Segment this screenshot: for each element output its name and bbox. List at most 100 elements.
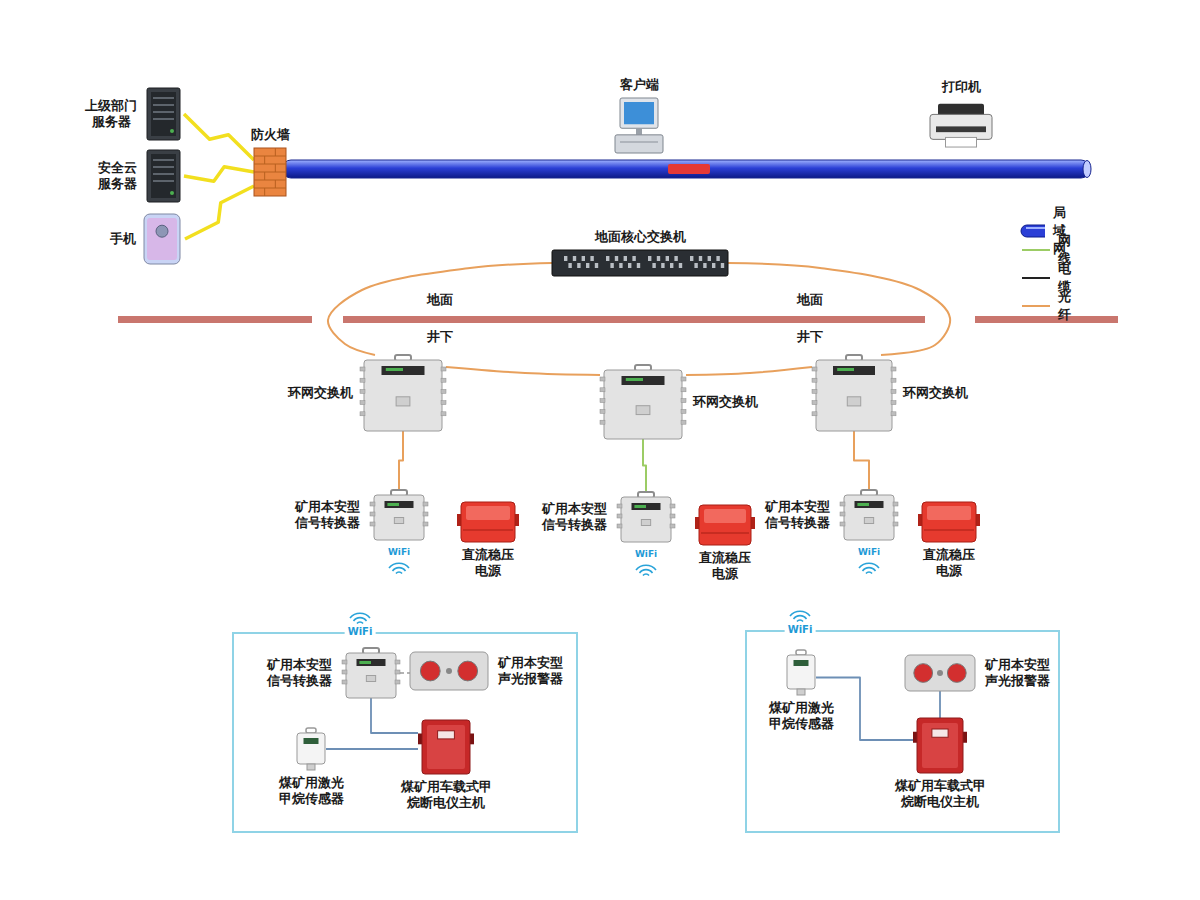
cable-gland <box>395 660 400 664</box>
firewall-node: 防火墙 <box>254 148 286 196</box>
host-lid <box>922 723 958 768</box>
line-sample <box>1022 249 1050 251</box>
cable-gland <box>370 512 375 516</box>
device-label: 直流稳压 电源 <box>459 547 516 580</box>
device-label: 矿用本安型 声光报警器 <box>495 655 565 688</box>
switch-port <box>619 263 622 268</box>
cable-gland <box>617 504 622 508</box>
signal-converter: 矿用本安型 信号转换器 <box>840 490 898 540</box>
box-body <box>364 360 442 431</box>
wifi-symbol <box>790 611 810 621</box>
cable-gland <box>681 420 686 424</box>
switch-port <box>690 256 693 261</box>
alarm-lamp <box>914 664 933 683</box>
legend-swatch <box>1020 242 1050 258</box>
brick-line <box>254 172 286 173</box>
cable-gland <box>893 512 898 516</box>
signal-converter: 矿用本安型 信号转换器 <box>617 492 675 542</box>
sound-light-alarm: 矿用本安型 声光报警器 <box>905 655 975 691</box>
cable-gland <box>891 367 896 371</box>
cable-gland <box>360 367 365 371</box>
display-digits <box>386 368 403 371</box>
ground-line <box>975 316 1118 323</box>
wifi-label: WiFi <box>858 547 880 557</box>
device-label: 矿用本安型 信号转换器 <box>265 657 335 690</box>
ring-switch: 环网交换机 <box>812 355 896 431</box>
legend-text: 局域网 <box>1053 204 1079 258</box>
host-body <box>422 720 470 774</box>
brick-line <box>264 156 265 164</box>
cable-gland <box>600 409 605 413</box>
switch-port <box>573 256 576 261</box>
cable-gland <box>370 522 375 526</box>
cable-gland <box>342 670 347 674</box>
cable-gland <box>342 660 347 664</box>
switch-port <box>582 256 585 261</box>
device-label: 打印机 <box>942 79 981 95</box>
wifi-symbol <box>859 563 879 573</box>
server-bay <box>153 97 174 99</box>
host-window <box>932 729 948 737</box>
display-digits <box>837 368 854 371</box>
server-bay <box>153 173 174 175</box>
cable-gland <box>617 514 622 518</box>
cable-gland <box>840 522 845 526</box>
alarm-body <box>905 655 975 691</box>
sensor-hook <box>306 728 316 733</box>
power-body <box>461 502 515 542</box>
cable-gland <box>681 377 686 381</box>
device-icon <box>143 213 181 265</box>
name-plate <box>641 520 650 526</box>
power-lid <box>704 509 746 523</box>
zone-label: 井下 <box>797 328 823 346</box>
device-label: 环网交换机 <box>693 394 758 410</box>
alarm-lamp <box>420 661 440 681</box>
cable-gland <box>670 514 675 518</box>
cable-gland <box>441 378 446 382</box>
printer-body <box>930 114 992 139</box>
host-body <box>917 718 963 773</box>
phone-screen <box>147 218 177 260</box>
cable-gland <box>670 504 675 508</box>
name-plate <box>366 676 375 682</box>
device-label: 安全云 服务器 <box>96 160 140 193</box>
cable-gland <box>681 399 686 403</box>
server-case <box>147 88 180 140</box>
computer-case <box>615 135 663 153</box>
connector <box>326 748 418 750</box>
pipe-highlight <box>1026 227 1045 229</box>
host-lid <box>427 725 465 769</box>
cable-gland <box>423 502 428 506</box>
switch-port <box>628 263 631 268</box>
sensor-head <box>307 764 315 770</box>
connector <box>854 431 869 490</box>
device-label: 煤矿用车载式甲 烷断电仪主机 <box>398 779 494 812</box>
cable-gland <box>891 378 896 382</box>
cable-gland <box>360 378 365 382</box>
sound-light-alarm: 矿用本安型 声光报警器 <box>410 652 488 690</box>
switch-port <box>610 263 613 268</box>
server-front <box>151 92 176 136</box>
switch-port <box>632 256 635 261</box>
cable-gland <box>441 401 446 405</box>
device-icon <box>913 718 967 773</box>
box-body <box>374 495 424 540</box>
device-label: 矿用本安型 信号转换器 <box>763 499 833 532</box>
signal-converter: 矿用本安型 信号转换器 <box>342 648 400 698</box>
cable-gland <box>395 680 400 684</box>
cable-gland <box>812 401 817 405</box>
pipe-end <box>1083 161 1091 178</box>
cable-gland <box>342 680 347 684</box>
power-seam <box>924 530 974 531</box>
sensor-body <box>787 655 815 689</box>
name-plate <box>636 406 650 415</box>
cable-gland <box>812 389 817 393</box>
cable-gland <box>893 502 898 506</box>
panel-heading: WiFi <box>345 625 376 639</box>
connector <box>643 439 646 492</box>
monitor-frame <box>620 98 658 128</box>
name-plate <box>847 397 860 406</box>
panel-heading: WiFi <box>785 623 816 637</box>
drive-slot <box>620 142 658 143</box>
